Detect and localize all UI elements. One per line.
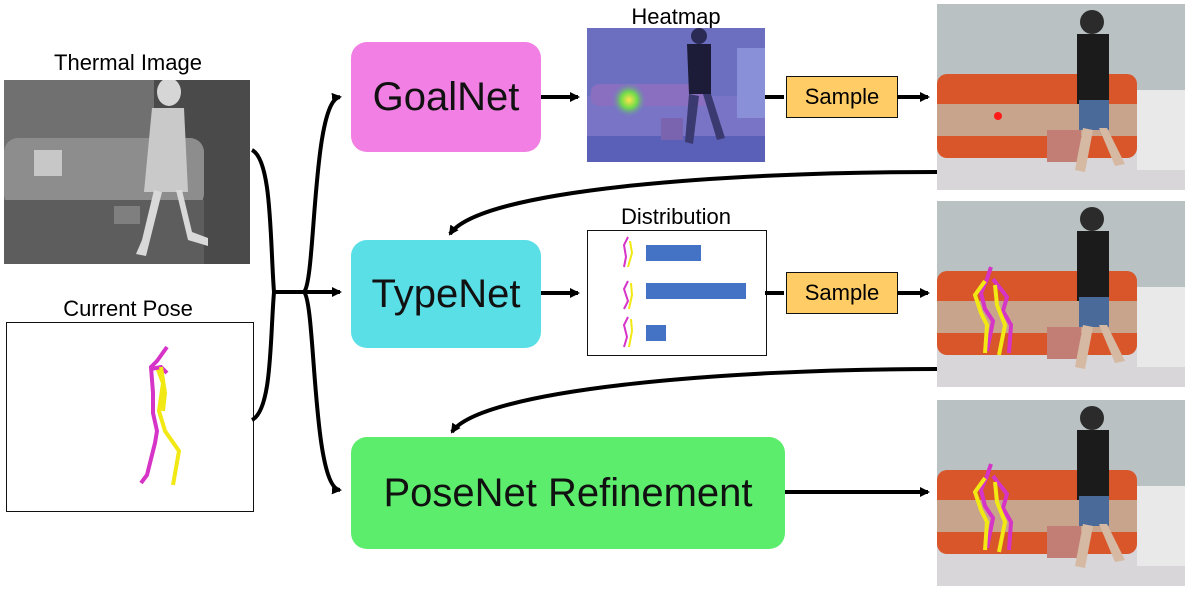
goalnet-box: GoalNet [351,42,541,152]
distribution-bar-1 [646,245,701,261]
feedback-type-to-posenet [450,367,938,434]
thermal-image-title: Thermal Image [54,50,202,75]
goalnet-label: GoalNet [372,74,520,119]
output-refined-image [937,400,1185,586]
output-goal-image [937,4,1185,190]
current-pose-panel [6,322,254,512]
arrow-to-posenet [302,290,342,495]
distribution-title: Distribution [620,204,732,229]
output-goal-scene [937,4,1185,190]
pose-thumb-3 [622,316,634,348]
sample-label-1: Sample [804,84,880,109]
heatmap-scene [587,28,765,162]
goal-dot [994,112,1002,120]
thermal-scene [4,80,250,264]
heatmap-title: Heatmap [631,4,721,29]
output-type-image [937,201,1185,387]
thermal-connector [250,148,276,293]
typenet-label: TypeNet [371,271,521,316]
distribution-bar-2 [646,283,746,299]
distribution-bar-3 [646,325,666,341]
typenet-box: TypeNet [351,240,541,348]
posenet-label: PoseNet Refinement [383,470,753,515]
sample-box-1: Sample [786,76,898,118]
arrow-to-goalnet [302,92,342,294]
pose-thumb-2 [622,280,634,310]
current-pose-skeleton [139,345,182,486]
sample-label-2: Sample [804,280,880,305]
thermal-image [4,80,250,264]
output-type-scene [937,201,1185,387]
sample-box-2: Sample [786,272,898,314]
current-pose-title: Current Pose [63,296,193,321]
pose-connector [250,291,276,422]
feedback-goal-to-typenet [448,170,938,236]
output-refined-scene [937,400,1185,586]
pose-thumb-1 [622,236,634,268]
distribution-chart [622,236,746,348]
heatmap-image [587,28,765,162]
posenet-box: PoseNet Refinement [351,437,785,549]
